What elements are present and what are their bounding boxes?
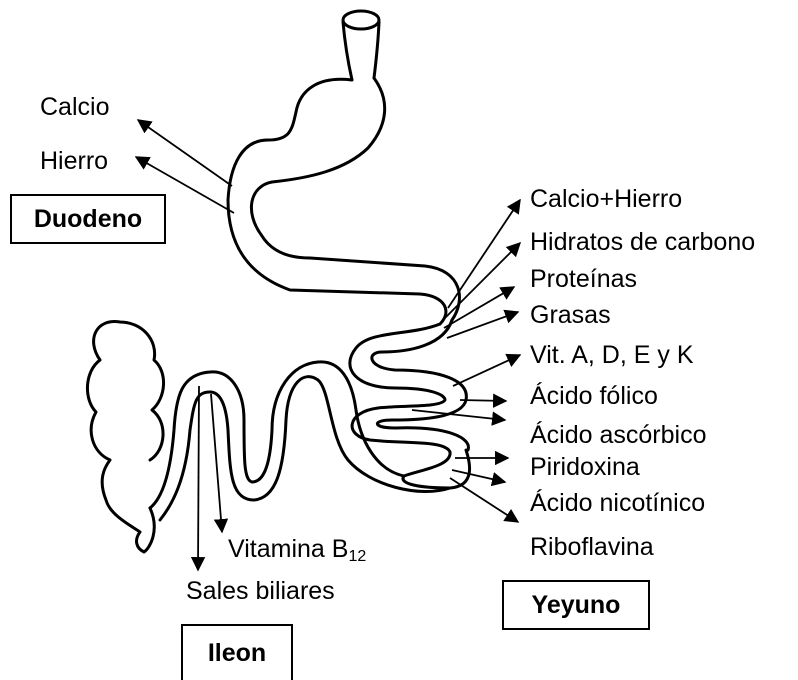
label-hidratos-de-carbono: Hidratos de carbono xyxy=(530,227,755,257)
arrow-sales-biliares xyxy=(198,386,199,570)
arrow-vitaminas xyxy=(453,355,520,386)
esophagus-opening xyxy=(343,11,379,29)
arrow-calcio xyxy=(138,120,232,186)
label-proteinas: Proteínas xyxy=(530,264,637,294)
yeyuno-box: Yeyuno xyxy=(502,580,650,630)
label-acido-ascorbico: Ácido ascórbico xyxy=(530,420,706,450)
label-acido-folico: Ácido fólico xyxy=(530,381,658,411)
ileon-box: Ileon xyxy=(181,624,293,680)
label-calcio-hierro: Calcio+Hierro xyxy=(530,184,682,214)
label-riboflavina: Riboflavina xyxy=(530,532,654,562)
arrow-acido-nicotinico xyxy=(452,470,505,482)
arrow-grasas xyxy=(447,312,518,338)
duodeno-box: Duodeno xyxy=(10,194,166,244)
arrow-riboflavina xyxy=(450,478,518,522)
esophagus-wall xyxy=(343,22,352,80)
label-vitamina-b12: Vitamina B12 xyxy=(228,534,366,572)
label-vitaminas: Vit. A, D, E y K xyxy=(530,340,694,370)
label-calcio: Calcio xyxy=(40,92,109,122)
label-sales-biliares: Sales biliares xyxy=(186,576,335,606)
arrow-acido-folico xyxy=(460,400,506,401)
arrow-hidratos xyxy=(441,243,520,322)
label-acido-nicotinico: Ácido nicotínico xyxy=(530,488,705,518)
label-hierro: Hierro xyxy=(40,146,108,176)
label-vitamina-b12-subscript: 12 xyxy=(348,548,366,565)
colon-outline xyxy=(87,322,163,552)
stomach-outline xyxy=(228,79,446,324)
label-grasas: Grasas xyxy=(530,300,611,330)
arrow-vitamina-b12 xyxy=(211,394,222,532)
label-piridoxina: Piridoxina xyxy=(530,452,640,482)
ileum-outline xyxy=(160,377,450,520)
